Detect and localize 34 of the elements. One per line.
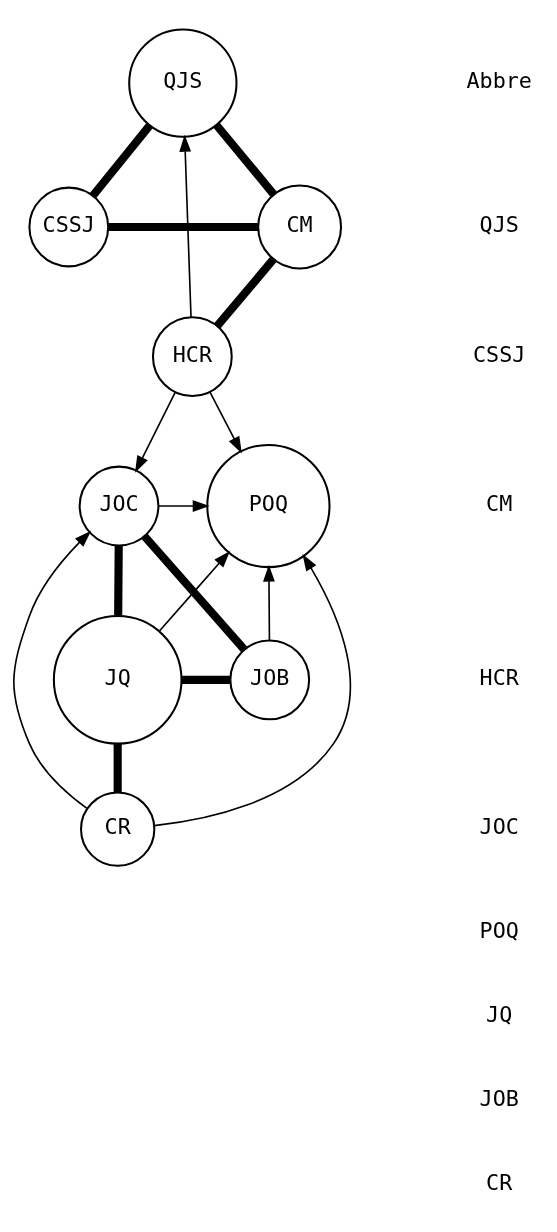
node-circle: HCR — [151, 316, 233, 398]
connector — [213, 257, 277, 329]
node-circle: CM — [257, 184, 343, 270]
label: QJS — [479, 212, 519, 238]
label: HCR — [479, 664, 519, 690]
label: JOB — [479, 1085, 519, 1111]
node-circle: CR — [80, 791, 156, 867]
connector — [108, 222, 259, 232]
arrow — [157, 500, 210, 512]
arrow — [179, 134, 192, 318]
label: CSSJ — [473, 341, 526, 367]
connector — [114, 545, 123, 616]
label: JQ — [486, 1001, 513, 1027]
arrow — [263, 564, 275, 642]
node-circle: CSSJ — [28, 186, 110, 268]
label: POQ — [479, 917, 519, 943]
arrow — [158, 550, 230, 632]
node-circle: QJS — [128, 28, 238, 138]
connector — [89, 123, 153, 199]
node-circle: JOB — [229, 639, 311, 721]
label: Abbre — [466, 68, 532, 94]
arrow — [135, 391, 176, 473]
label: CM — [486, 491, 513, 517]
arrow — [209, 391, 242, 454]
arrow — [13, 530, 92, 810]
connector — [113, 743, 122, 793]
connector — [213, 122, 277, 197]
connector — [181, 675, 231, 684]
node-circle: JQ — [52, 615, 183, 745]
label: JOC — [479, 814, 519, 840]
arrow — [153, 553, 352, 827]
connector — [141, 533, 248, 652]
label: CR — [486, 1170, 513, 1196]
node-circle: JOC — [78, 465, 160, 547]
